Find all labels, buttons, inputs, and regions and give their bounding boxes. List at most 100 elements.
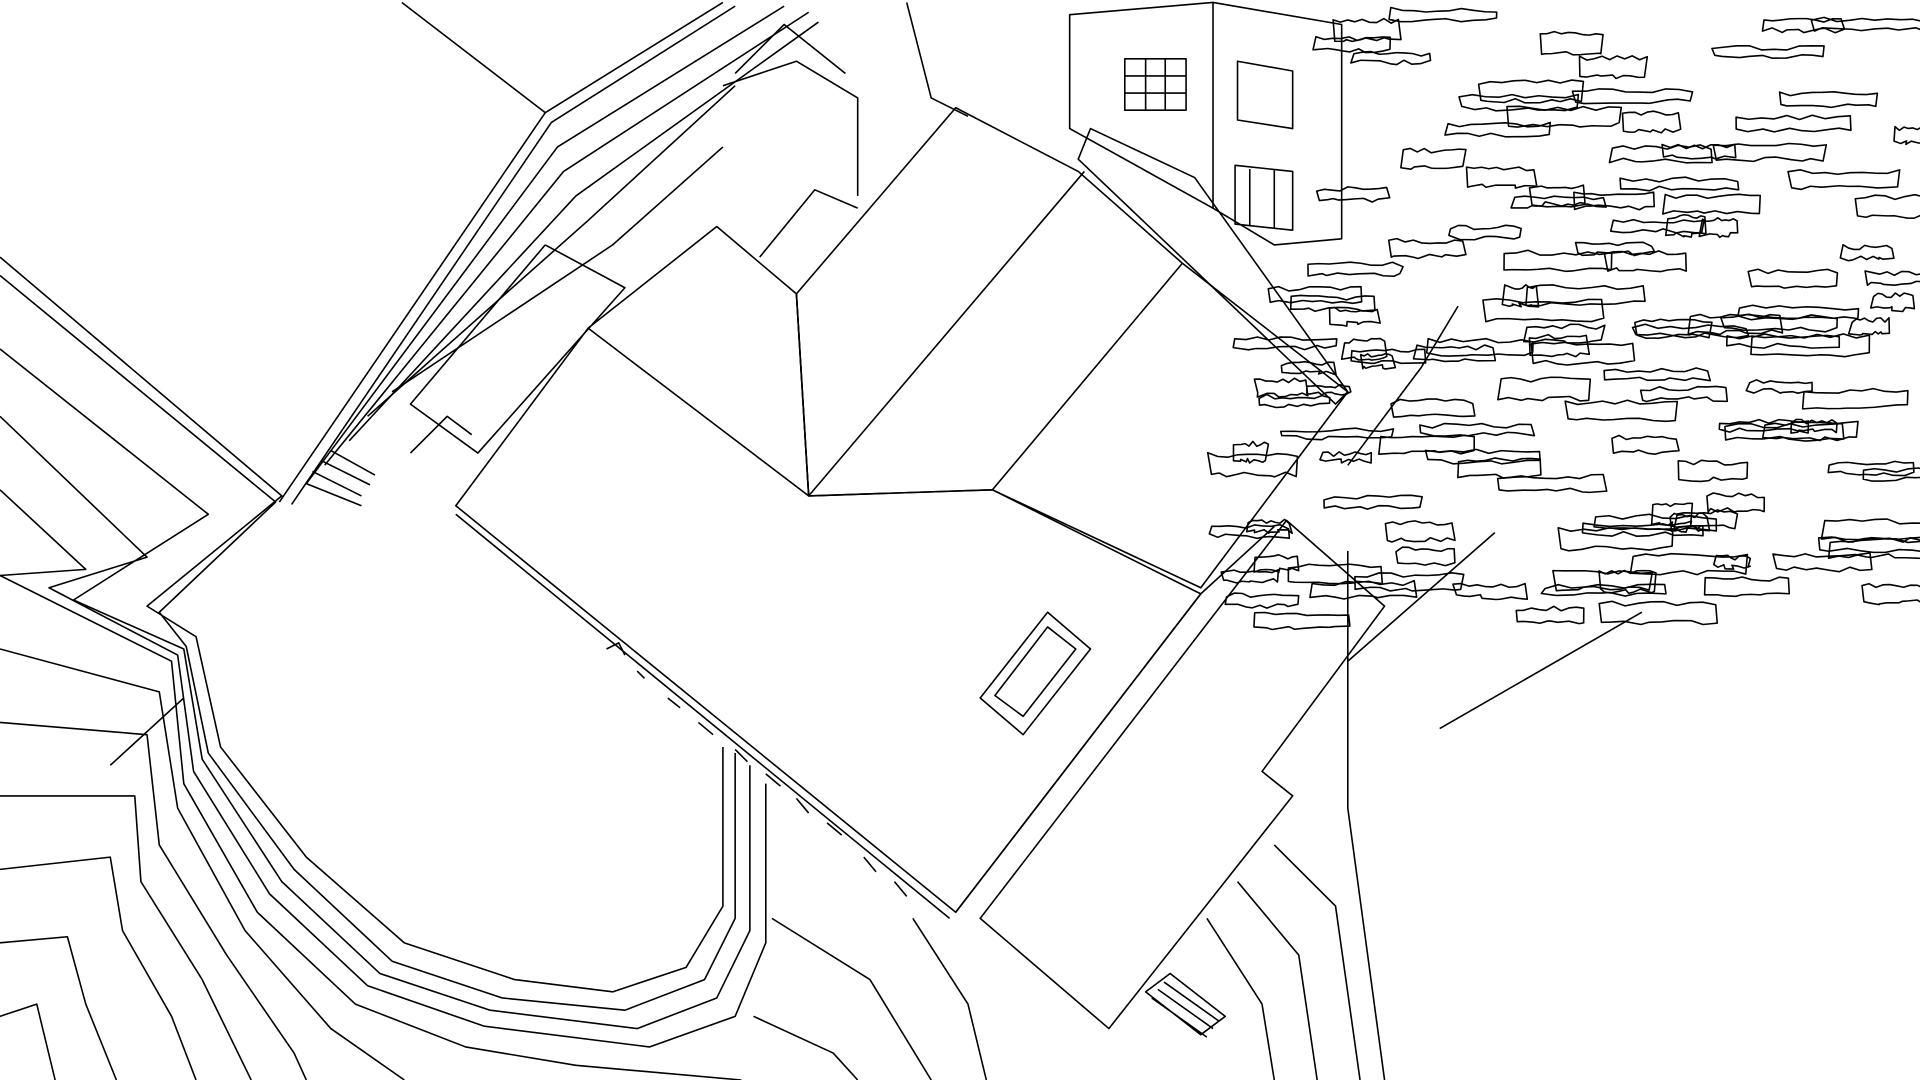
leaf-cluster (1515, 605, 1585, 625)
leaf-cluster (1650, 502, 1694, 527)
leaf-cluster (1664, 213, 1707, 238)
leaf-cluster (1312, 35, 1392, 54)
leaf-cluster (1745, 379, 1813, 394)
leaf-cluster (1790, 418, 1838, 434)
tower-window (1124, 57, 1187, 111)
tree-branch (1439, 611, 1643, 730)
railing (734, 23, 846, 75)
leaf-cluster (1419, 422, 1536, 437)
contour-line (0, 489, 87, 577)
roof-ridge (587, 327, 810, 497)
tower-window (1234, 164, 1294, 231)
leaf-cluster (1864, 270, 1920, 286)
leaf-cluster (1869, 292, 1916, 313)
leaf-cluster (1801, 387, 1909, 410)
eave (455, 513, 951, 919)
leaf-cluster (1309, 579, 1418, 600)
leaf-cluster (1253, 611, 1351, 631)
leaf-cluster (1289, 294, 1376, 313)
contour-line (0, 795, 252, 1080)
leaf-cluster (1206, 451, 1299, 478)
deck-edge (324, 11, 810, 466)
leaf-cluster (1528, 333, 1591, 358)
leaf-cluster (1503, 249, 1613, 273)
deck-and-stairs (278, 1, 859, 507)
roof-ridge (991, 262, 1183, 491)
contour-line (109, 697, 185, 766)
leaf-cluster (1761, 17, 1846, 34)
leaf-cluster (1328, 306, 1381, 327)
leaf-cluster (1528, 184, 1586, 207)
leaf-cluster (1465, 166, 1538, 189)
tree-trunk (1347, 305, 1459, 466)
contour-line (905, 2, 969, 118)
leaf-cluster (1787, 169, 1901, 191)
leaf-cluster (1698, 217, 1739, 239)
leaf-cluster (1387, 237, 1467, 260)
leaf-cluster (1400, 147, 1467, 171)
leaf-cluster (1497, 376, 1592, 402)
leaf-cluster (1861, 582, 1920, 606)
leaf-cluster (1319, 451, 1373, 464)
leaf-cluster (1712, 142, 1828, 163)
leaf-cluster (1395, 546, 1456, 567)
leaf-cluster (1448, 224, 1522, 241)
leaf-cluster (1452, 582, 1529, 601)
leaf-cluster (1525, 284, 1646, 307)
leaf-cluster (1603, 250, 1688, 273)
leaf-cluster (1598, 600, 1719, 626)
leaf-cluster (1593, 513, 1718, 532)
leaf-cluster (1482, 297, 1605, 323)
leaf-cluster (1839, 243, 1895, 262)
leaf-cluster (1220, 568, 1280, 584)
leaf-cluster (1540, 583, 1667, 597)
house (455, 106, 1386, 1038)
leaf-cluster (1457, 457, 1542, 479)
contour-line (0, 574, 742, 1080)
front-steps (1144, 972, 1227, 1038)
deck-edge (305, 5, 785, 485)
leaf-cluster (1564, 399, 1679, 423)
window-mullions (1248, 168, 1276, 228)
leaf-cluster (1245, 518, 1293, 535)
leaf-cluster (1359, 352, 1397, 370)
leaf-cluster (1306, 383, 1352, 396)
contour-line (1347, 551, 1386, 1080)
roof-ridge (808, 170, 1085, 497)
leaf-cluster (1810, 16, 1920, 32)
leaf-cluster (1539, 30, 1604, 56)
leaf-cluster (1639, 385, 1729, 403)
stair-post (409, 244, 626, 454)
leaf-cluster (1444, 121, 1552, 138)
leaf-cluster (1208, 523, 1291, 540)
contour-line (0, 348, 751, 1030)
leaf-cluster (1424, 448, 1541, 465)
contour-line (0, 274, 736, 1011)
contour-line (401, 1, 546, 114)
leaf-cluster (1350, 50, 1432, 66)
leaf-cluster (1621, 110, 1682, 134)
tree-branch (1347, 532, 1496, 662)
leaf-cluster (1458, 93, 1580, 112)
tower (1068, 1, 1343, 246)
leaf-cluster (1631, 323, 1750, 339)
leaf-cluster (1673, 509, 1739, 531)
leaf-cluster (1332, 17, 1402, 43)
contour-line (0, 415, 767, 1048)
contour-line (771, 917, 932, 1080)
leaf-cluster (1253, 554, 1300, 574)
leaf-cluster (1501, 284, 1540, 308)
leaf-cluster (1603, 367, 1712, 382)
leaf-cluster (1720, 313, 1838, 333)
skylight-inner (994, 626, 1077, 718)
window-mullions (1124, 58, 1187, 111)
leaf-cluster (1634, 318, 1713, 340)
contour-line (1273, 844, 1361, 1080)
leaf-cluster (1827, 537, 1920, 560)
skylight (979, 611, 1092, 736)
leaf-cluster (1750, 333, 1871, 358)
leaf-cluster (1280, 360, 1337, 376)
contour-line (1236, 881, 1318, 1080)
leaf-cluster (1772, 552, 1873, 573)
leaf-cluster (1412, 344, 1497, 363)
